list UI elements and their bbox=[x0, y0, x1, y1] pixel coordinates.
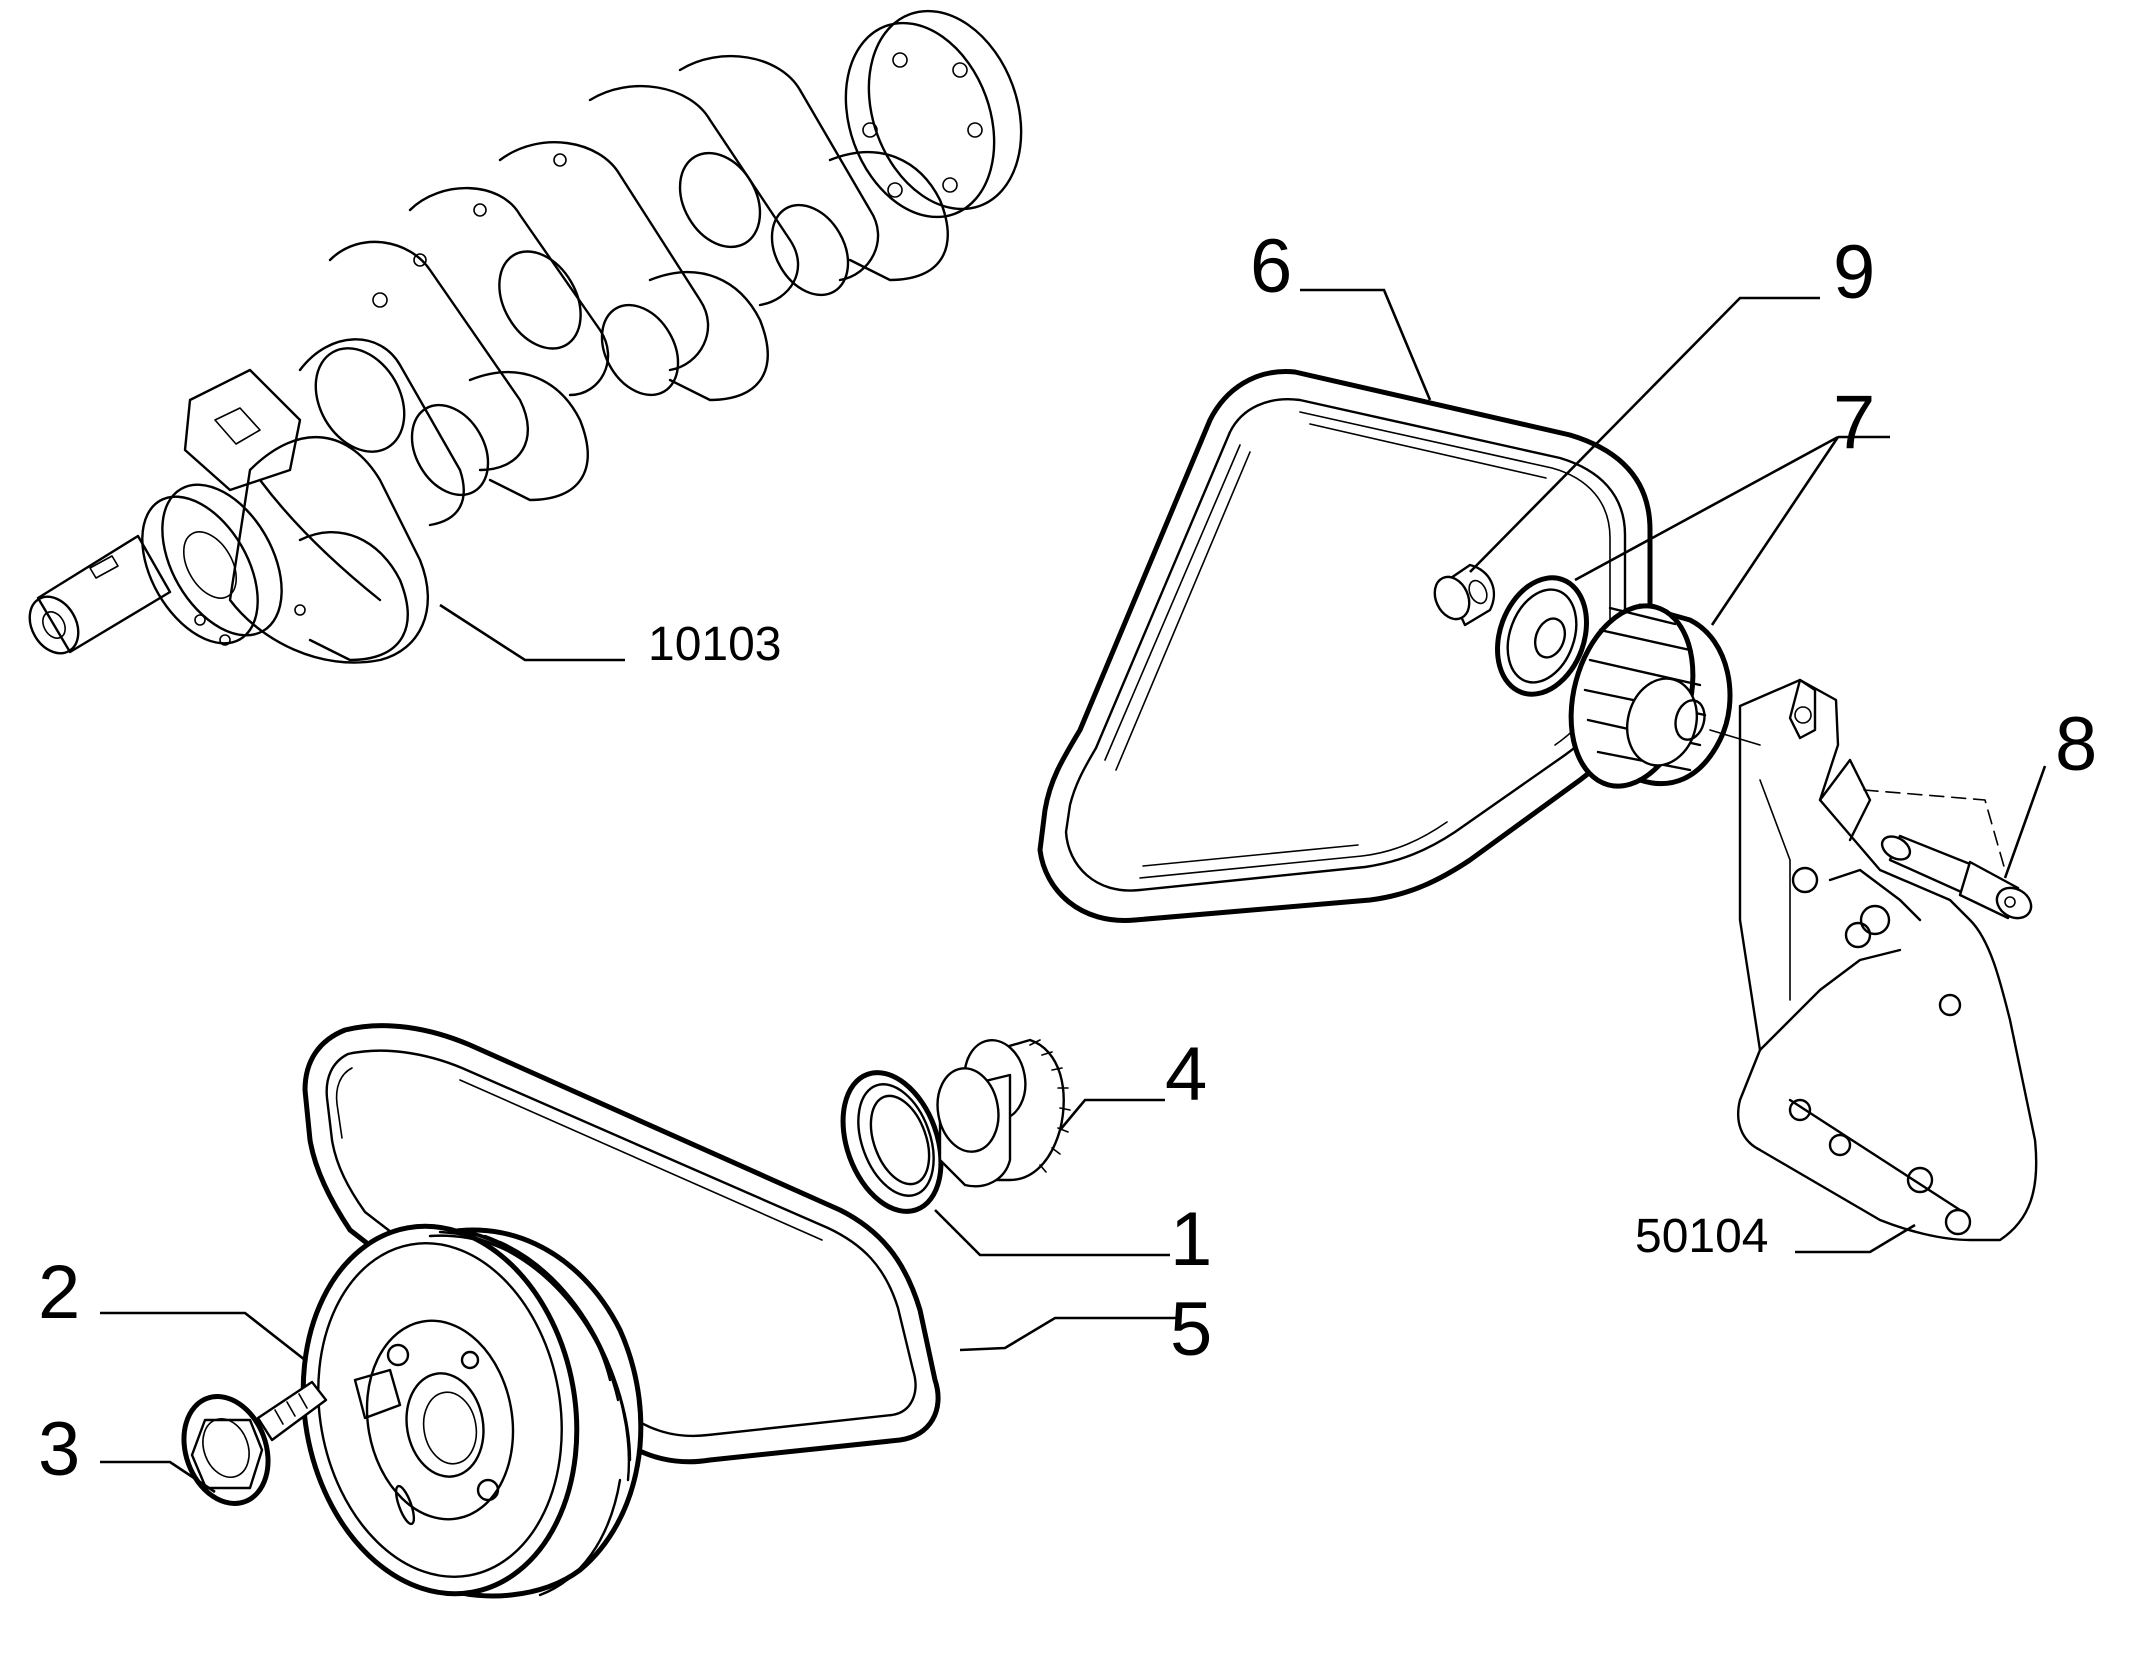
belt-5 bbox=[302, 1023, 941, 1465]
callout-9: 9 bbox=[1833, 230, 1875, 315]
callout-6: 6 bbox=[1250, 224, 1292, 309]
bolt-3 bbox=[181, 1380, 328, 1506]
pulley-7 bbox=[1568, 603, 1733, 789]
callout-4: 4 bbox=[1165, 1032, 1207, 1117]
callout-7: 7 bbox=[1833, 380, 1875, 465]
gear-4 bbox=[936, 1038, 1071, 1188]
callout-3: 3 bbox=[38, 1407, 80, 1492]
reference-10103: 10103 bbox=[648, 618, 781, 671]
callout-8: 8 bbox=[2055, 702, 2097, 787]
crank-pulley-2 bbox=[300, 1223, 644, 1599]
bushing-9 bbox=[1433, 563, 1496, 627]
reference-50104: 50104 bbox=[1635, 1210, 1768, 1263]
callout-5: 5 bbox=[1170, 1287, 1212, 1372]
seal-1 bbox=[840, 1070, 944, 1214]
bolt-8 bbox=[1880, 834, 2033, 920]
bracket-drawing bbox=[1737, 678, 2038, 1242]
crankshaft-drawing bbox=[28, 9, 1023, 664]
callout-2: 2 bbox=[38, 1250, 80, 1335]
callout-1: 1 bbox=[1170, 1197, 1212, 1282]
washer-7 bbox=[1495, 575, 1589, 697]
